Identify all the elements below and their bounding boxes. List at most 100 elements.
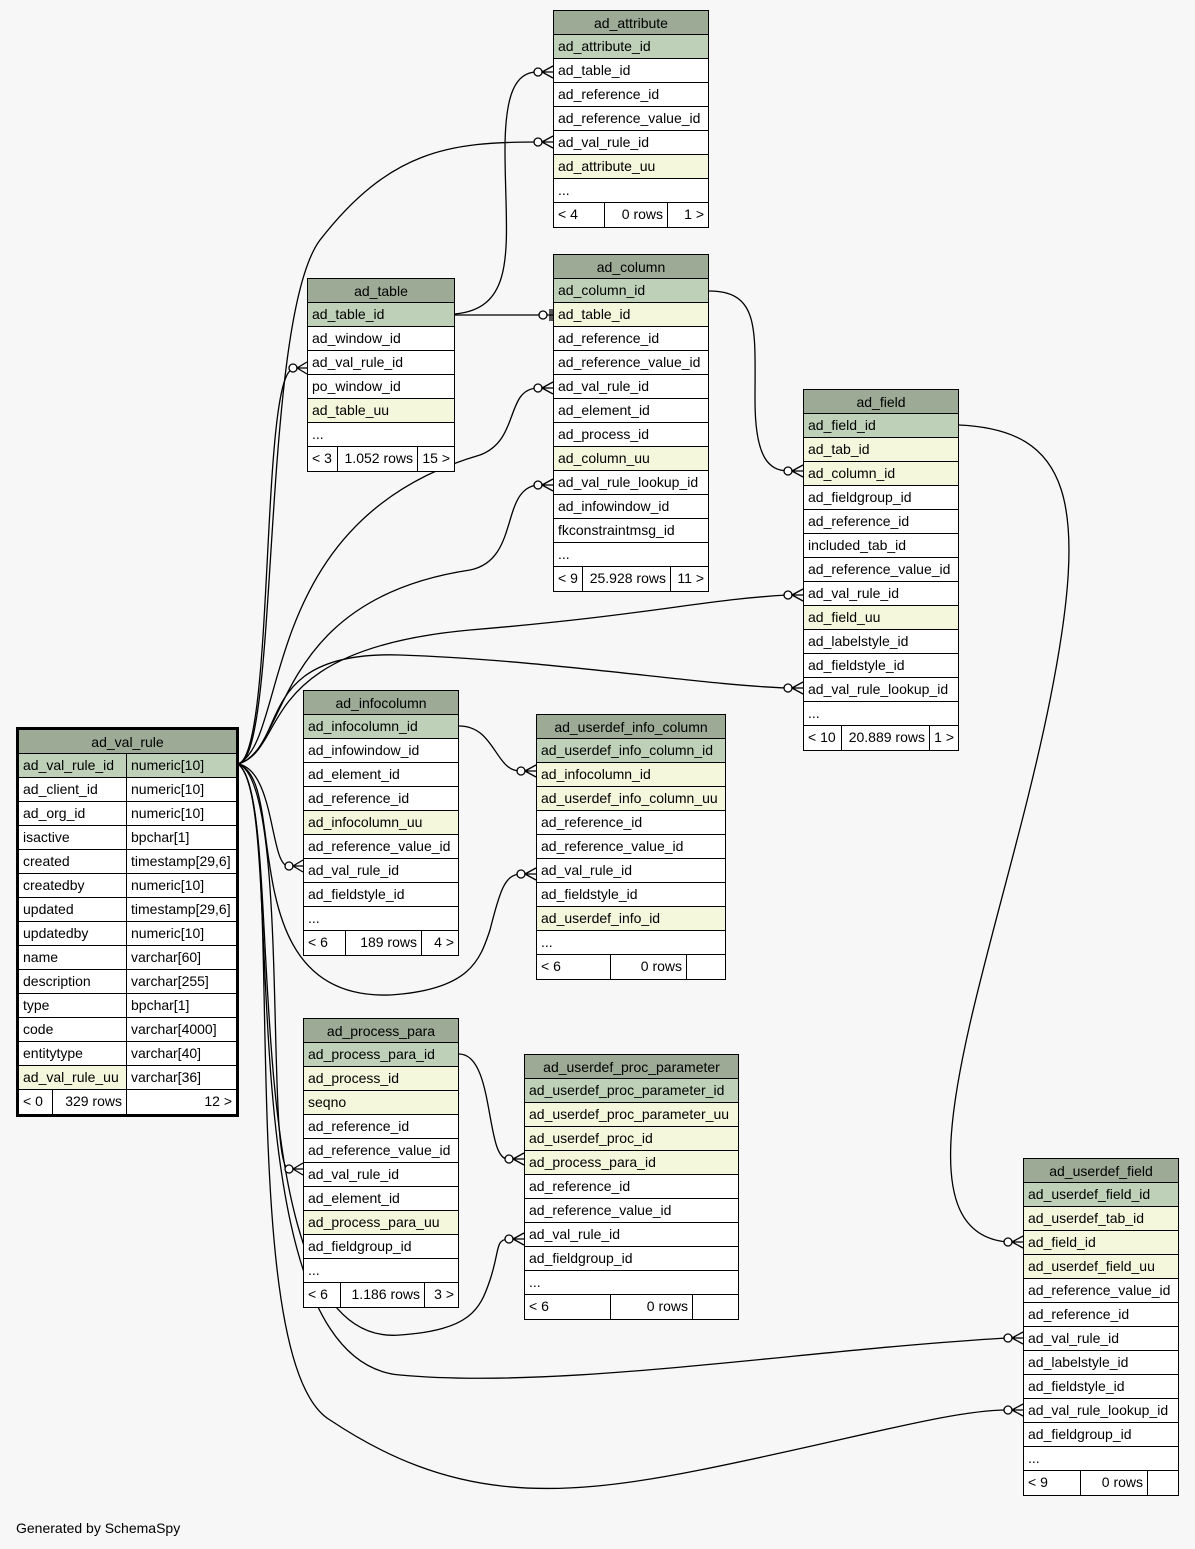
parents-count[interactable]: < 6 bbox=[525, 1295, 611, 1319]
column-name: ad_org_id bbox=[19, 802, 127, 825]
table-title[interactable]: ad_field bbox=[804, 390, 958, 414]
table-title[interactable]: ad_userdef_field bbox=[1024, 1159, 1178, 1183]
edge-valrule-table bbox=[237, 368, 294, 765]
column-row: ad_table_uu bbox=[308, 399, 454, 423]
column-row: ad_fieldstyle_id bbox=[1024, 1375, 1178, 1399]
generator-credit: Generated by SchemaSpy bbox=[16, 1520, 181, 1536]
column-row: ad_process_para_uu bbox=[304, 1211, 458, 1235]
column-row: ad_reference_value_id bbox=[554, 107, 708, 131]
column-row: ad_val_rule_lookup_id bbox=[804, 678, 958, 702]
column-row: ... bbox=[1024, 1447, 1178, 1471]
column-row: ad_reference_value_id bbox=[804, 558, 958, 582]
table-title[interactable]: ad_process_para bbox=[304, 1019, 458, 1043]
column-row: ad_field_id bbox=[1024, 1231, 1178, 1255]
column-row: ad_element_id bbox=[304, 763, 458, 787]
edge-valrule-userdefproc bbox=[237, 763, 509, 1336]
table-title[interactable]: ad_infocolumn bbox=[304, 691, 458, 715]
children-count[interactable]: 1 > bbox=[684, 206, 704, 222]
column-row: ad_val_rule_id bbox=[304, 859, 458, 883]
column-row: ad_userdef_field_id bbox=[1024, 1183, 1178, 1207]
parents-count[interactable]: < 0 bbox=[19, 1090, 53, 1114]
column-row: ad_column_uu bbox=[554, 447, 708, 471]
column-row: ad_userdef_info_column_uu bbox=[537, 787, 725, 811]
crowfoot-field-lookup bbox=[783, 683, 793, 693]
edge-infocolumn-userdefinfo bbox=[458, 725, 521, 772]
column-type: numeric[10] bbox=[131, 781, 205, 797]
table-ad-infocolumn[interactable]: ad_infocolumn ad_infocolumn_id ad_infowi… bbox=[303, 690, 459, 956]
column-row: ad_element_id bbox=[304, 1187, 458, 1211]
table-ad-userdef-field[interactable]: ad_userdef_field ad_userdef_field_id ad_… bbox=[1023, 1158, 1179, 1496]
column-row: ad_attribute_uu bbox=[554, 155, 708, 179]
table-footer: < 0 329 rows 12 > bbox=[19, 1090, 236, 1114]
column-row: ad_table_id bbox=[308, 303, 454, 327]
edge-valrule-attribute bbox=[237, 141, 538, 765]
table-title[interactable]: ad_column bbox=[554, 255, 708, 279]
crowfoot-processpara-valrule bbox=[284, 1164, 294, 1174]
parents-count[interactable]: < 6 bbox=[304, 931, 346, 955]
parents-count[interactable]: < 6 bbox=[537, 955, 611, 979]
table-footer: < 9 0 rows bbox=[1024, 1471, 1178, 1495]
column-type: varchar[4000] bbox=[131, 1021, 217, 1037]
children-count[interactable]: 12 > bbox=[204, 1093, 232, 1109]
table-ad-attribute[interactable]: ad_attribute ad_attribute_id ad_table_id… bbox=[553, 10, 709, 228]
children-count[interactable] bbox=[1148, 1471, 1178, 1495]
column-row: included_tab_id bbox=[804, 534, 958, 558]
column-row: ad_val_rule_id bbox=[1024, 1327, 1178, 1351]
table-title[interactable]: ad_userdef_info_column bbox=[537, 715, 725, 739]
children-count[interactable]: 15 > bbox=[422, 450, 450, 466]
table-ad-userdef-proc-parameter[interactable]: ad_userdef_proc_parameter ad_userdef_pro… bbox=[524, 1054, 739, 1320]
column-row: ad_infocolumn_id bbox=[304, 715, 458, 739]
table-title[interactable]: ad_table bbox=[308, 279, 454, 303]
column-row: ad_val_rule_lookup_id bbox=[554, 471, 708, 495]
table-ad-userdef-info-column[interactable]: ad_userdef_info_column ad_userdef_info_c… bbox=[536, 714, 726, 980]
children-count[interactable] bbox=[693, 1295, 738, 1319]
row-count: 0 rows bbox=[1081, 1471, 1148, 1495]
crowfoot-userdeffield-field bbox=[1003, 1237, 1013, 1247]
parents-count[interactable]: < 9 bbox=[1024, 1471, 1081, 1495]
table-title[interactable]: ad_attribute bbox=[554, 11, 708, 35]
column-row: ad_infocolumn_id bbox=[537, 763, 725, 787]
table-title[interactable]: ad_userdef_proc_parameter bbox=[525, 1055, 738, 1079]
table-footer: < 6 0 rows bbox=[537, 955, 725, 979]
column-row: ad_infowindow_id bbox=[304, 739, 458, 763]
table-ad-column[interactable]: ad_column ad_column_id ad_table_id ad_re… bbox=[553, 254, 709, 592]
table-ad-process-para[interactable]: ad_process_para ad_process_para_id ad_pr… bbox=[303, 1018, 459, 1308]
column-row: ... bbox=[554, 543, 708, 567]
column-row: ad_userdef_proc_parameter_id bbox=[525, 1079, 738, 1103]
table-ad-table[interactable]: ad_table ad_table_id ad_window_id ad_val… bbox=[307, 278, 455, 472]
column-row: ad_process_id bbox=[554, 423, 708, 447]
column-row: ad_attribute_id bbox=[554, 35, 708, 59]
parents-count[interactable]: < 4 bbox=[554, 203, 605, 227]
parents-count[interactable]: < 3 bbox=[308, 447, 338, 471]
parents-count[interactable]: < 10 bbox=[804, 726, 842, 750]
crowfoot-userdefproc-valrule bbox=[504, 1234, 514, 1244]
column-row: ad_userdef_info_column_id bbox=[537, 739, 725, 763]
row-count: 329 rows bbox=[53, 1090, 127, 1114]
table-title[interactable]: ad_val_rule bbox=[19, 730, 236, 754]
children-count[interactable]: 1 > bbox=[934, 729, 954, 745]
edge-valrule-infocolumn bbox=[237, 763, 289, 867]
children-count[interactable] bbox=[687, 955, 725, 979]
parents-count[interactable]: < 9 bbox=[554, 567, 583, 591]
crowfoot-userdeffield-valrule bbox=[1003, 1333, 1013, 1343]
table-ad-field[interactable]: ad_field ad_field_id ad_tab_id ad_column… bbox=[803, 389, 959, 751]
column-type: varchar[40] bbox=[131, 1045, 202, 1061]
column-row: ... bbox=[537, 931, 725, 955]
parents-count[interactable]: < 6 bbox=[304, 1283, 341, 1307]
edge-table-attribute bbox=[454, 71, 538, 315]
column-name: entitytype bbox=[19, 1042, 127, 1065]
table-footer: < 4 0 rows 1 > bbox=[554, 203, 708, 227]
children-count[interactable]: 3 > bbox=[434, 1286, 454, 1302]
children-count[interactable]: 4 > bbox=[434, 934, 454, 950]
crowfoot-column-table bbox=[538, 310, 548, 320]
children-count[interactable]: 11 > bbox=[677, 570, 704, 586]
table-footer: < 9 25.928 rows 11 > bbox=[554, 567, 708, 591]
